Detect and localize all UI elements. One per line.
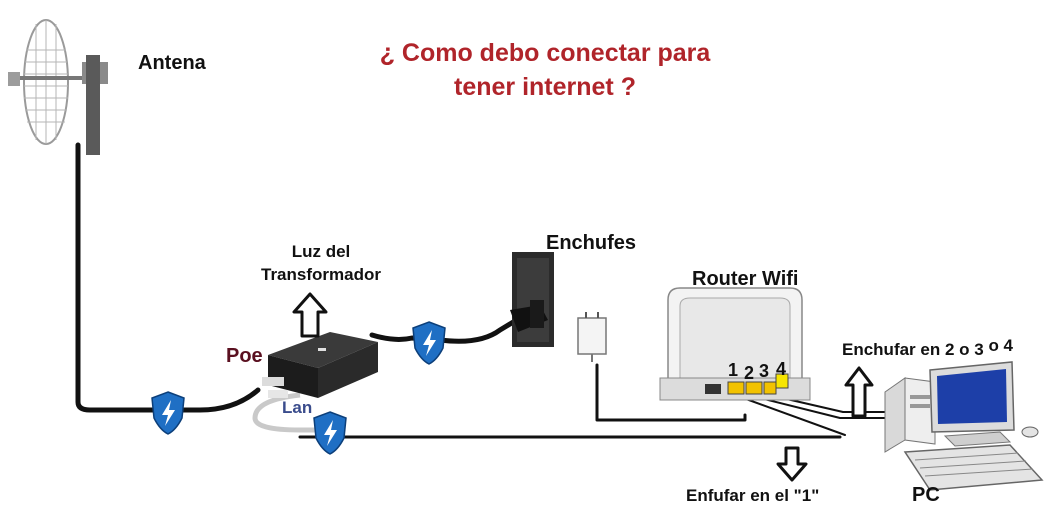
arrow-down-icon [776,446,808,482]
title-line-1: ¿ Como debo conectar para [379,39,711,67]
diagram-title: ¿ Como debo conectar para tener internet… [320,36,770,104]
pc-label: PC [912,484,940,506]
shield-icon [412,321,446,365]
router-icon [659,287,811,401]
transformer-light-line-2: Transformador [261,265,381,284]
port-label-4: 4 [776,359,787,379]
adapter-cable [595,363,747,422]
power-adapter-icon [577,312,607,362]
connect-234-label: Enchufar en 2 o 3 o 4 [842,336,1013,360]
transformer-light-line-1: Luz del [291,242,351,261]
lan-label: Lan [282,398,313,417]
pc-cable-to-port-4 [777,396,896,413]
poe-injector-icon [262,332,378,398]
router-label: Router Wifi [692,268,799,290]
shield-icon [151,391,185,435]
outlets-label: Enchufes [546,232,637,254]
lan-patch-cable [252,392,320,433]
poe-label: Poe [226,345,263,367]
shield-icon [313,411,347,455]
cables [75,142,896,439]
pc-to-router-cable-a [734,394,846,436]
port-label-3: 3 [759,361,770,381]
arrow-up-icon [292,292,328,338]
transformer-light-label: Luz del Transformador [236,240,406,286]
connect-1-label: Enfufar en el "1" [686,486,820,505]
poe-power-cable [369,315,523,344]
antenna-icon [8,19,108,155]
pc-to-router-cable-b [759,397,896,419]
pc-icon [884,361,1044,491]
port-label-1: 1 [728,360,739,380]
port-label-2: 2 [744,363,755,383]
connect-234-text: Enchufar en 2 o 3 [842,340,984,359]
title-line-2: tener internet ? [454,73,636,101]
antenna-cable [75,142,261,413]
wall-outlet-icon [510,252,554,347]
connect-234-text-tail: o 4 [988,336,1013,355]
arrow-up-icon [844,366,874,418]
antenna-label: Antena [138,52,206,74]
